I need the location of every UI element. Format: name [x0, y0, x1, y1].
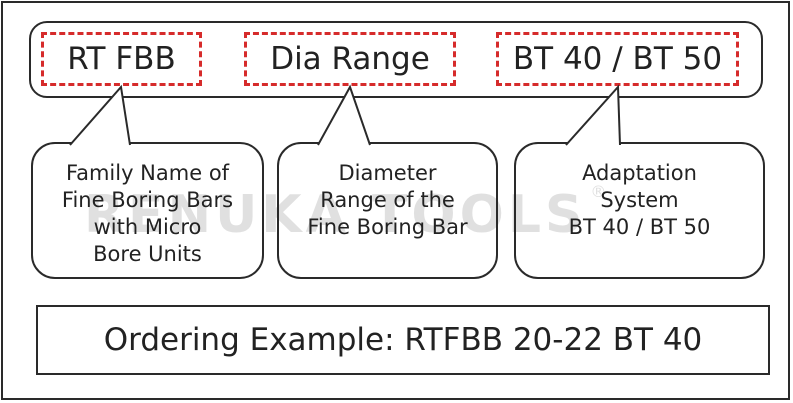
code-segment-dia-range: Dia Range: [244, 32, 456, 86]
code-segment-family-label: RT FBB: [67, 41, 176, 77]
callout-family-name-text: Family Name of Fine Boring Bars with Mic…: [61, 161, 234, 266]
ordering-example-text: Ordering Example: RTFBB 20-22 BT 40: [103, 322, 703, 358]
callout-adaptation-system-text: Adaptation System BT 40 / BT 50: [568, 161, 711, 239]
callout-family-name: Family Name of Fine Boring Bars with Mic…: [31, 142, 264, 279]
code-segment-adaptation: BT 40 / BT 50: [496, 32, 739, 86]
code-segment-adaptation-label: BT 40 / BT 50: [512, 41, 723, 77]
callout-diameter-range-text: Diameter Range of the Fine Boring Bar: [307, 161, 468, 239]
code-segment-dia-range-label: Dia Range: [270, 41, 430, 77]
designation-code-bar: [29, 21, 763, 98]
callout-diameter-range: Diameter Range of the Fine Boring Bar: [277, 142, 498, 279]
callout-adaptation-system: Adaptation System BT 40 / BT 50: [514, 142, 765, 279]
code-segment-family: RT FBB: [41, 32, 202, 86]
ordering-example-box: Ordering Example: RTFBB 20-22 BT 40: [36, 305, 770, 375]
